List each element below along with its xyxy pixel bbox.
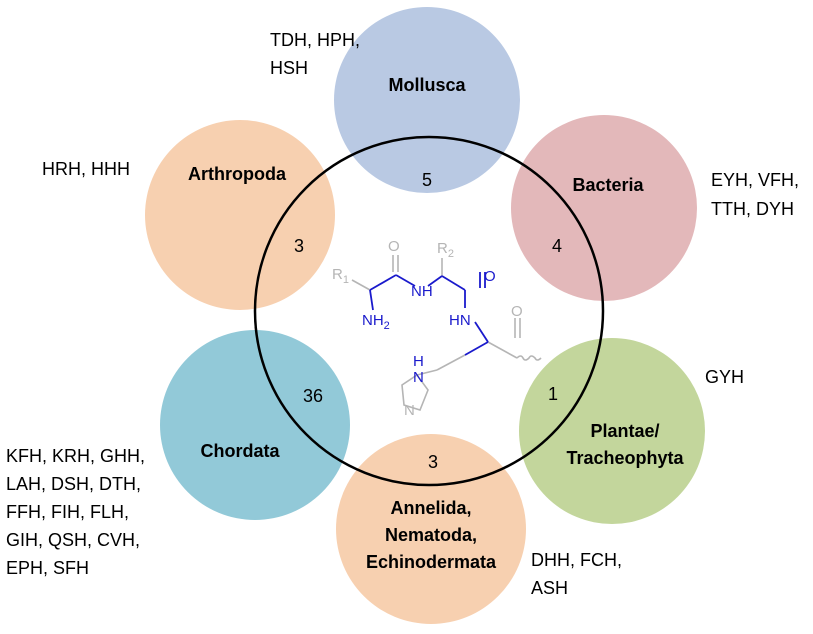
bacteria-label: Bacteria (572, 175, 644, 195)
imidazole-nh-label: H (413, 353, 424, 370)
chordata-codes-line5: EPH, SFH (6, 558, 89, 578)
arthropoda-count: 3 (294, 236, 304, 256)
chordata-circle (160, 330, 350, 520)
annelida-label-line3: Echinodermata (366, 552, 497, 572)
mollusca-codes-line1: TDH, HPH, (270, 30, 360, 50)
r1-label: R1 (332, 266, 349, 286)
arthropoda-codes: HRH, HHH (42, 159, 130, 179)
annelida-label-line1: Annelida, (390, 498, 471, 518)
plantae-circle (519, 338, 705, 524)
bacteria-count: 4 (552, 236, 562, 256)
annelida-codes-line1: DHH, FCH, (531, 550, 622, 570)
carbonyl-o3-label: O (511, 303, 523, 320)
bacteria-codes-line1: EYH, VFH, (711, 170, 799, 190)
plantae-count: 1 (548, 384, 558, 404)
amide-nh-label: NH (411, 283, 433, 300)
annelida-codes-line2: ASH (531, 578, 568, 598)
annelida-circle (336, 434, 526, 624)
amine-nh2-label: NH2 (362, 312, 390, 332)
annelida-count: 3 (428, 452, 438, 472)
mollusca-codes-line2: HSH (270, 58, 308, 78)
bacteria-codes-line2: TTH, DYH (711, 199, 794, 219)
side-chain-bonds (351, 255, 542, 411)
mollusca-label: Mollusca (388, 75, 466, 95)
arthropoda-circle (145, 120, 335, 310)
chordata-label: Chordata (200, 441, 280, 461)
hn-label: HN (449, 312, 471, 329)
backbone-bonds (369, 274, 489, 356)
arthropoda-label: Arthropoda (188, 164, 287, 184)
chordata-codes-line1: KFH, KRH, GHH, (6, 446, 145, 466)
carbonyl-o1-label: O (388, 238, 400, 255)
chordata-codes-line4: GIH, QSH, CVH, (6, 530, 140, 550)
peptide-structure: R1 R2 O O O NH NH2 HN H N N (332, 238, 542, 419)
r2-label: R2 (437, 240, 454, 260)
carbonyl-o2-label: O (484, 268, 496, 285)
bacteria-circle (511, 115, 697, 301)
center-ring (253, 135, 605, 487)
chordata-count: 36 (303, 386, 323, 406)
chordata-codes-line2: LAH, DSH, DTH, (6, 474, 141, 494)
plantae-codes: GYH (705, 367, 744, 387)
imidazole-nh-n-label: N (413, 369, 424, 386)
mollusca-count: 5 (422, 170, 432, 190)
chordata-codes-line3: FFH, FIH, FLH, (6, 502, 129, 522)
imidazole-n-label: N (404, 402, 415, 419)
mollusca-circle (334, 7, 520, 193)
plantae-label-line1: Plantae/ (590, 421, 659, 441)
annelida-label-line2: Nematoda, (385, 525, 477, 545)
plantae-label-line2: Tracheophyta (566, 448, 684, 468)
